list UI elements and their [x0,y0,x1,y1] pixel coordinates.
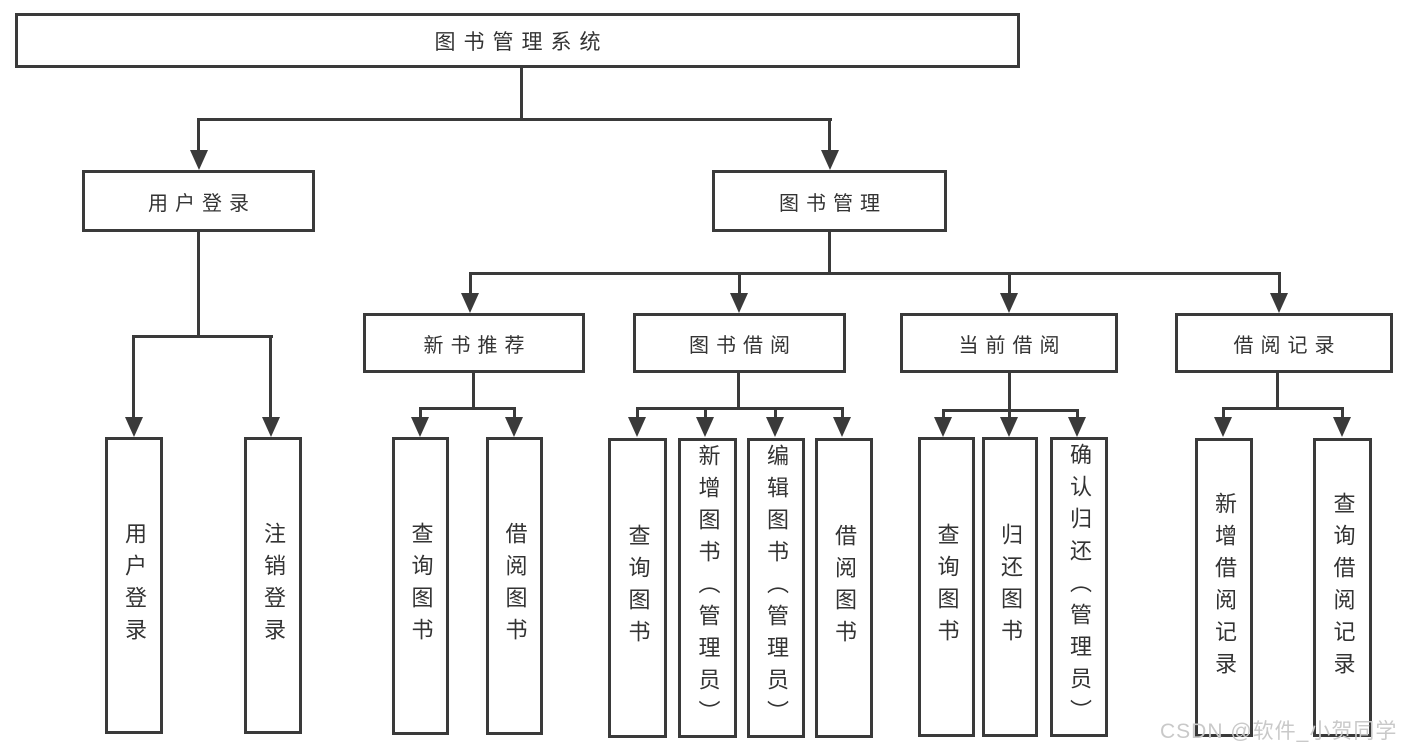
connector-line [469,272,472,296]
leaf-query-books-2: 查询图书 [608,438,667,738]
connector-line [469,272,1281,275]
connector-line [1278,272,1281,296]
node-new-book-recommend-label: 新书推荐 [423,334,532,357]
leaf-borrow-books-2-label: 借阅图书 [832,524,857,652]
connector-line [828,232,831,275]
arrow-down-icon [1333,417,1351,437]
arrow-down-icon [190,150,208,170]
connector-line [133,335,273,338]
leaf-query-books-1-label: 查询图书 [408,522,434,650]
connector-line [197,118,200,153]
connector-line [472,373,475,409]
node-book-borrowing: 图书借阅 [633,313,846,373]
connector-line [636,407,639,420]
arrow-down-icon [730,293,748,313]
leaf-logout: 注销登录 [244,437,302,734]
connector-line [419,407,516,410]
arrow-down-icon [125,417,143,437]
node-current-borrowing: 当前借阅 [900,313,1118,373]
arrow-down-icon [833,417,851,437]
leaf-add-books-admin-label: 新增图书（管理员） [695,444,721,732]
leaf-confirm-return-admin: 确认归还（管理员） [1050,437,1108,737]
node-user-login-label: 用户登录 [148,192,256,215]
connector-line [942,409,945,420]
leaf-user-login-label: 用户登录 [122,521,147,650]
arrow-down-icon [1068,417,1086,437]
node-book-management: 图书管理 [712,170,947,232]
arrow-down-icon [934,417,952,437]
leaf-user-login: 用户登录 [105,437,163,734]
leaf-add-borrow-record: 新增借阅记录 [1195,438,1253,737]
leaf-query-books-3-label: 查询图书 [934,523,960,651]
node-user-login: 用户登录 [82,170,315,232]
leaf-borrow-books-2: 借阅图书 [815,438,873,738]
connector-line [1341,407,1344,420]
connector-line [704,407,707,420]
arrow-down-icon [461,293,479,313]
leaf-query-books-2-label: 查询图书 [625,524,651,652]
leaf-edit-books-admin-label: 编辑图书（管理员） [764,444,789,732]
leaf-return-books-label: 归还图书 [998,523,1023,651]
node-borrowing-records-label: 借阅记录 [1233,334,1342,357]
connector-line [419,407,422,420]
arrow-down-icon [411,417,429,437]
connector-line [132,335,135,420]
connector-line [737,373,740,409]
node-current-borrowing-label: 当前借阅 [958,334,1067,357]
leaf-edit-books-admin: 编辑图书（管理员） [747,438,805,738]
connector-line [1008,272,1011,296]
connector-line [1222,407,1225,420]
connector-line [1008,409,1011,420]
connector-line [269,335,272,420]
arrow-down-icon [696,417,714,437]
connector-line [1222,407,1344,410]
node-root: 图书管理系统 [15,13,1020,68]
connector-line [513,407,516,420]
leaf-logout-label: 注销登录 [261,521,286,650]
arrow-down-icon [766,417,784,437]
arrow-down-icon [1270,293,1288,313]
node-new-book-recommend: 新书推荐 [363,313,585,373]
leaf-query-books-3: 查询图书 [918,437,975,737]
leaf-query-borrow-record-label: 查询借阅记录 [1330,491,1356,684]
node-book-borrowing-label: 图书借阅 [689,334,797,357]
node-root-label: 图书管理系统 [434,30,609,54]
connector-line [841,407,844,420]
leaf-borrow-books-1-label: 借阅图书 [502,522,528,650]
arrow-down-icon [1000,293,1018,313]
leaf-return-books: 归还图书 [982,437,1038,737]
connector-line [1276,373,1279,409]
connector-line [774,407,777,420]
connector-line [520,68,523,120]
arrow-down-icon [262,417,280,437]
connector-line [738,272,741,296]
connector-line [828,118,831,153]
leaf-query-borrow-record: 查询借阅记录 [1313,438,1372,737]
leaf-add-borrow-record-label: 新增借阅记录 [1212,491,1237,684]
node-borrowing-records: 借阅记录 [1175,313,1393,373]
leaf-query-books-1: 查询图书 [392,437,449,735]
arrow-down-icon [821,150,839,170]
watermark: CSDN @软件_小贺同学 [1160,720,1398,743]
connector-line [1076,409,1079,420]
arrow-down-icon [628,417,646,437]
arrow-down-icon [1214,417,1232,437]
arrow-down-icon [1000,417,1018,437]
arrow-down-icon [505,417,523,437]
node-book-management-label: 图书管理 [779,192,887,215]
connector-line [636,407,844,410]
connector-line [197,118,832,121]
leaf-borrow-books-1: 借阅图书 [486,437,543,735]
leaf-confirm-return-admin-label: 确认归还（管理员） [1067,443,1092,731]
connector-line [1008,373,1011,411]
leaf-add-books-admin: 新增图书（管理员） [678,438,737,738]
connector-line [197,232,200,338]
